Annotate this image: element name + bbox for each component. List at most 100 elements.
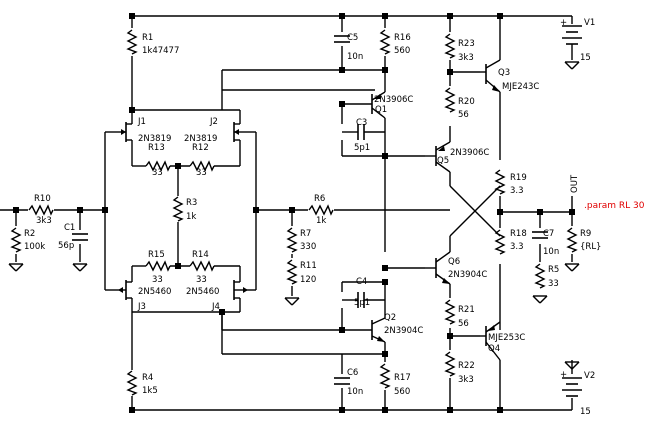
resistor-r16: R16 560 xyxy=(380,29,411,56)
resistor-r18: R18 3.3 xyxy=(495,229,527,255)
r23-ref: R23 xyxy=(458,39,475,49)
r16-ref: R16 xyxy=(394,33,411,43)
resistor-r1: R1 1k47477 xyxy=(127,29,179,56)
r22-ref: R22 xyxy=(458,361,475,371)
q2-ref: Q2 xyxy=(384,313,396,323)
c4-value: 5p1 xyxy=(354,298,370,308)
r14-ref: R14 xyxy=(192,250,209,260)
capacitor-c6: C6 10n xyxy=(334,368,363,397)
resistor-r10: R10 3k3 xyxy=(28,194,54,226)
resistor-r20: R20 56 xyxy=(445,87,475,120)
r15-ref: R15 xyxy=(148,250,165,260)
r16-value: 560 xyxy=(394,46,410,56)
r5-value: 33 xyxy=(548,279,559,289)
q2-value: 2N3904C xyxy=(384,326,423,336)
c6-value: 10n xyxy=(347,387,363,397)
v2-ref: V2 xyxy=(584,371,595,381)
r23-value: 3k3 xyxy=(458,53,474,63)
resistor-r17: R17 560 xyxy=(380,363,411,397)
r17-value: 560 xyxy=(394,387,410,397)
r14-value: 33 xyxy=(196,275,207,285)
transistor-q4: MJE253C Q4 xyxy=(480,321,525,361)
transistor-q1: 2N3906C Q1 xyxy=(371,91,413,119)
c6-ref: C6 xyxy=(347,368,358,378)
r5-ref: R5 xyxy=(548,265,559,275)
r10-value: 3k3 xyxy=(36,216,52,226)
q1-ref: Q1 xyxy=(375,105,387,115)
transistor-q6: Q6 2N3904C xyxy=(425,251,487,285)
r7-ref: R7 xyxy=(300,229,311,239)
r9-ref: R9 xyxy=(580,229,591,239)
ground-icon xyxy=(564,61,580,70)
junctions xyxy=(13,13,575,413)
capacitor-c1: C1 56p xyxy=(58,223,88,251)
q6-value: 2N3904C xyxy=(448,270,487,280)
j1-value: 2N3819 xyxy=(138,134,171,144)
j4-value: 2N5460 xyxy=(186,287,219,297)
r6-value: 1k xyxy=(316,216,326,226)
q5-value: 2N3906C xyxy=(450,148,489,158)
r17-ref: R17 xyxy=(394,373,411,383)
r2-value: 100k xyxy=(24,242,45,252)
transistor-q5: 2N3906C Q5 xyxy=(425,141,489,173)
r10-ref: R10 xyxy=(34,194,51,204)
resistor-r13: R13 33 xyxy=(145,143,171,178)
source-v2: + V2 15 xyxy=(560,370,595,417)
r19-ref: R19 xyxy=(510,173,527,183)
r20-value: 56 xyxy=(458,110,469,120)
j3-value: 2N5460 xyxy=(138,287,171,297)
r4-value: 1k5 xyxy=(142,386,158,396)
resistor-r2: R2 100k xyxy=(11,227,45,253)
transistor-q3: Q3 MJE243C xyxy=(480,59,539,93)
c7-value: 10n xyxy=(543,247,559,257)
svg-text:+: + xyxy=(560,370,567,380)
q5-ref: Q5 xyxy=(437,156,449,166)
ground-icon xyxy=(564,263,580,272)
capacitor-c5: C5 10n xyxy=(334,33,363,62)
c3-value: 5p1 xyxy=(354,143,370,153)
r7-value: 330 xyxy=(300,242,316,252)
capacitor-c4: C4 5p1 xyxy=(342,277,385,308)
r13-value: 33 xyxy=(152,168,163,178)
jfet-j4: 2N5460 J4 xyxy=(186,280,248,312)
resistor-r22: R22 3k3 xyxy=(445,351,475,385)
q3-value: MJE243C xyxy=(502,82,539,92)
param-directive: .param RL 30 xyxy=(584,201,645,211)
capacitor-c3: C3 5p1 xyxy=(342,118,385,153)
r3-value: 1k xyxy=(186,212,196,222)
resistor-r21: R21 56 xyxy=(445,299,475,329)
c5-value: 10n xyxy=(347,52,363,62)
j2-value: 2N3819 xyxy=(184,134,217,144)
ground-icon xyxy=(284,297,300,306)
r12-value: 33 xyxy=(196,168,207,178)
resistor-r14: R14 33 xyxy=(189,250,215,285)
j4-ref: J4 xyxy=(211,302,220,312)
resistor-r4: R4 1k5 xyxy=(127,370,158,396)
r6-ref: R6 xyxy=(314,194,325,204)
q4-value: MJE253C xyxy=(488,333,525,343)
transistor-q2: Q2 2N3904C xyxy=(371,313,423,343)
resistor-r23: R23 3k3 xyxy=(445,33,475,63)
r18-value: 3.3 xyxy=(510,242,524,252)
ground-icon xyxy=(532,295,548,304)
r19-value: 3.3 xyxy=(510,186,524,196)
net-label-out: OUT xyxy=(570,174,580,193)
ground-icon xyxy=(8,263,24,272)
j3-ref: J3 xyxy=(137,302,146,312)
v1-ref: V1 xyxy=(584,18,595,28)
r18-ref: R18 xyxy=(510,229,527,239)
jfet-j1: J1 2N3819 xyxy=(118,117,171,144)
r21-ref: R21 xyxy=(458,305,475,315)
resistor-r15: R15 33 xyxy=(145,250,171,285)
j1-ref: J1 xyxy=(137,117,146,127)
r21-value: 56 xyxy=(458,319,469,329)
resistor-r9: R9 {RL} xyxy=(567,227,601,253)
r2-ref: R2 xyxy=(24,229,35,239)
capacitor-c7: C7 10n xyxy=(532,229,559,257)
q4-ref: Q4 xyxy=(488,344,500,354)
c5-ref: C5 xyxy=(347,33,358,43)
resistor-r12: R12 33 xyxy=(189,143,215,178)
c4-ref: C4 xyxy=(356,277,367,287)
r22-value: 3k3 xyxy=(458,375,474,385)
